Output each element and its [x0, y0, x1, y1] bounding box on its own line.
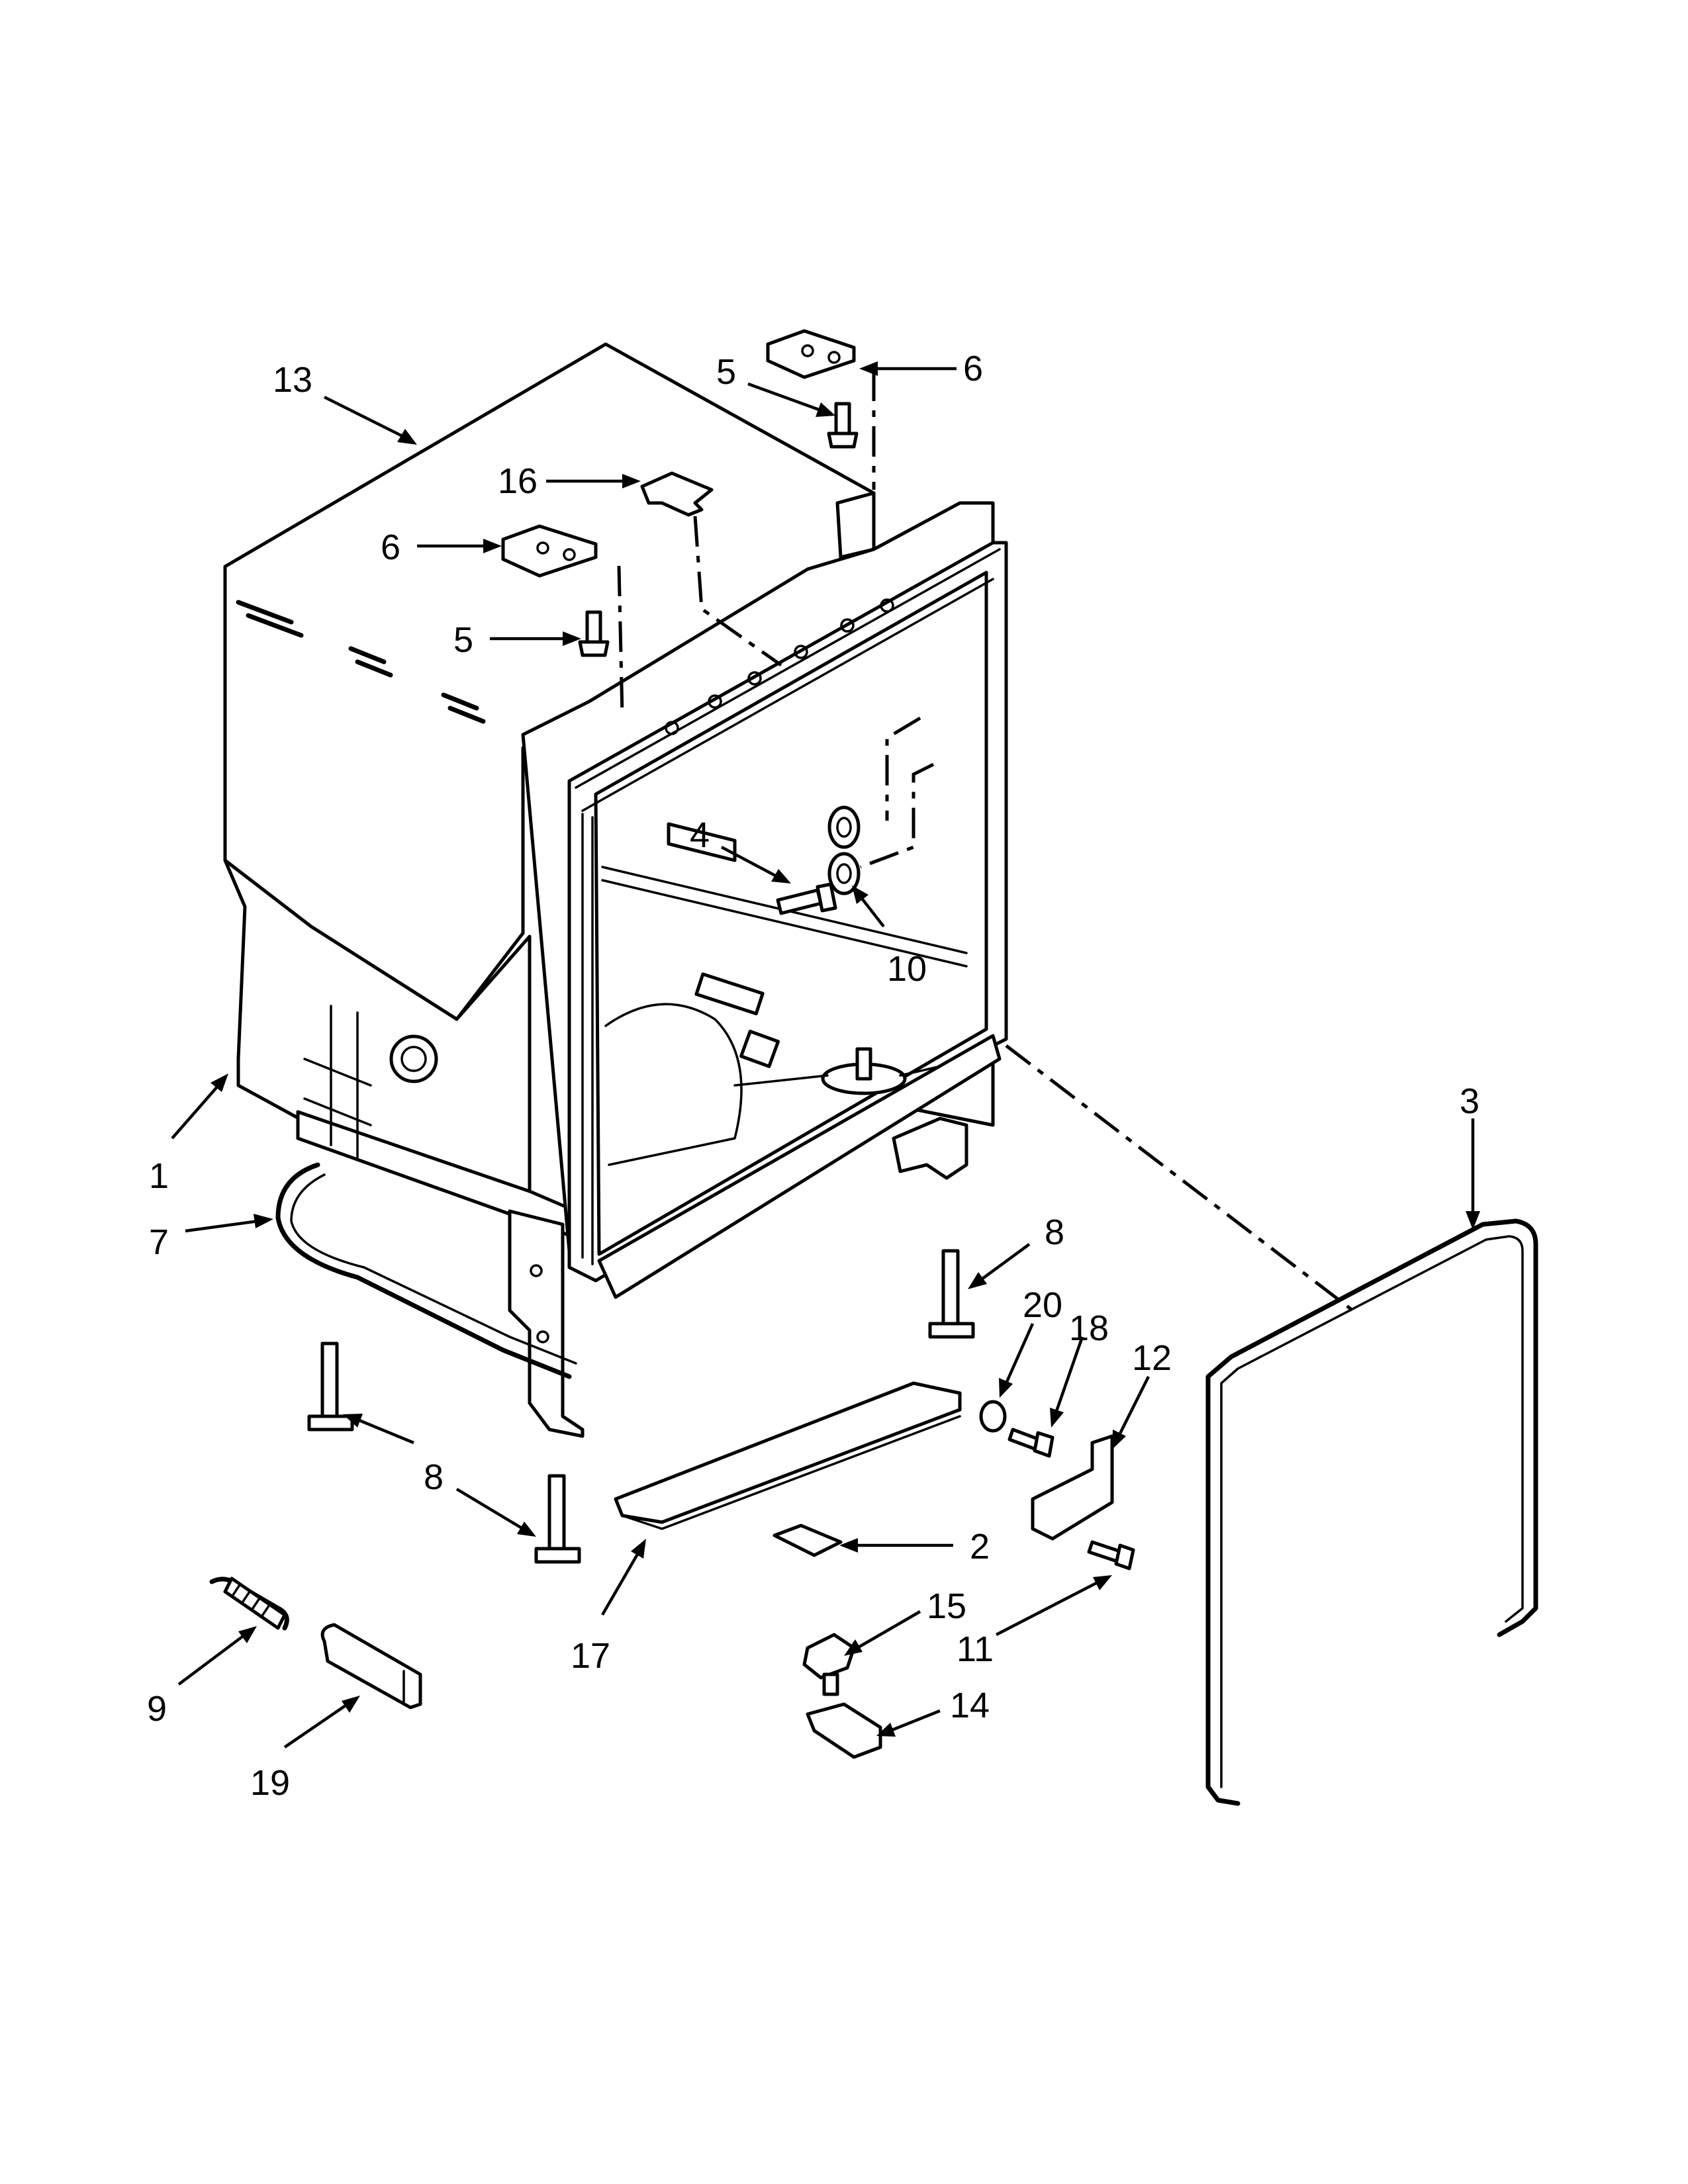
- callout-6-top: 6: [963, 349, 983, 388]
- drain-hose: [275, 1162, 572, 1379]
- tub-front-frame-rim: [575, 548, 1001, 1265]
- callout-labels: 13 5 6 16 6 5 4 10 3 1 7 8 20 18 12 8 2 …: [147, 349, 1479, 1803]
- tub-sump-opening: [604, 1003, 743, 1166]
- bracket-12: [1031, 1434, 1114, 1541]
- bracket-hole: [530, 1264, 543, 1277]
- tub-side-bracket: [303, 1005, 372, 1160]
- switch-bracket-14: [806, 1702, 882, 1759]
- callout-13: 13: [273, 360, 312, 400]
- frame-hole: [708, 694, 722, 709]
- callout-7: 7: [149, 1222, 169, 1262]
- tub-drain-fitting: [389, 1034, 438, 1083]
- callout-20: 20: [1023, 1285, 1062, 1325]
- clip-2: [773, 1524, 843, 1557]
- screw-11: [1087, 1540, 1135, 1570]
- callout-8-right: 8: [1045, 1212, 1064, 1252]
- screw-18: [1008, 1428, 1055, 1458]
- washer-20: [979, 1400, 1007, 1433]
- callout-5-middle: 5: [453, 620, 473, 660]
- callout-3: 3: [1460, 1081, 1479, 1121]
- callout-5-top: 5: [716, 352, 736, 392]
- top-cover-flange: [835, 491, 876, 559]
- bracket-6-middle: [501, 524, 598, 578]
- callout-8-lower: 8: [424, 1457, 444, 1497]
- callout-11: 11: [957, 1629, 994, 1669]
- bushing-10: [827, 805, 861, 895]
- callout-15: 15: [927, 1586, 966, 1626]
- callout-4: 4: [690, 815, 710, 855]
- drain-hose-inner: [290, 1173, 577, 1365]
- leveling-leg-8-left: [307, 1342, 354, 1432]
- tub-mount-bracket-left: [508, 1209, 585, 1438]
- base-panel-edge: [621, 1415, 961, 1530]
- callout-10: 10: [887, 949, 927, 989]
- screw-5-top: [827, 402, 859, 449]
- tub-vent-slot: [694, 972, 765, 1016]
- bracket-hole: [827, 351, 841, 364]
- tub-mount-bracket-right: [892, 1116, 968, 1180]
- frame-hole: [840, 618, 855, 633]
- frame-hole: [747, 671, 762, 686]
- leveling-leg-8-right: [928, 1249, 975, 1339]
- callout-14: 14: [950, 1686, 990, 1725]
- spring-9: [209, 1576, 289, 1631]
- base-panel-17: [614, 1381, 962, 1524]
- bracket-hole: [801, 344, 814, 357]
- callout-2: 2: [970, 1527, 990, 1567]
- tub-drain-fitting-inner: [400, 1046, 427, 1072]
- callout-18: 18: [1069, 1308, 1109, 1348]
- frame-hole: [880, 598, 894, 613]
- tub-clip: [667, 822, 737, 862]
- screw-5-middle: [578, 610, 610, 657]
- door-gasket-3: [1205, 1218, 1538, 1806]
- leader-arrows: [171, 361, 1480, 1749]
- callout-17: 17: [571, 1636, 610, 1676]
- frame-hole: [665, 721, 679, 735]
- frame-hole: [794, 645, 808, 659]
- screw-4: [776, 882, 837, 915]
- tub-filter-tab: [739, 1029, 780, 1068]
- leveling-leg-8-center: [534, 1474, 581, 1564]
- callout-9: 9: [147, 1689, 167, 1729]
- float-switch-15: [802, 1633, 856, 1696]
- pad-19: [320, 1623, 422, 1709]
- bracket-hole: [536, 1330, 549, 1343]
- bracket-hole: [563, 548, 576, 561]
- spray-arm-post: [855, 1047, 872, 1081]
- callout-12: 12: [1132, 1338, 1172, 1378]
- door-gasket-3-inner: [1220, 1235, 1524, 1788]
- assembly-lines: [617, 371, 1358, 1315]
- tub-bottom-flange: [597, 1034, 1002, 1299]
- cover-hatch-marks: [236, 600, 486, 724]
- clip-16: [640, 471, 714, 517]
- callout-19: 19: [250, 1763, 290, 1803]
- callout-1: 1: [149, 1156, 169, 1196]
- callout-6-middle: 6: [381, 527, 400, 567]
- callout-16: 16: [498, 461, 538, 501]
- bracket-hole: [536, 541, 549, 555]
